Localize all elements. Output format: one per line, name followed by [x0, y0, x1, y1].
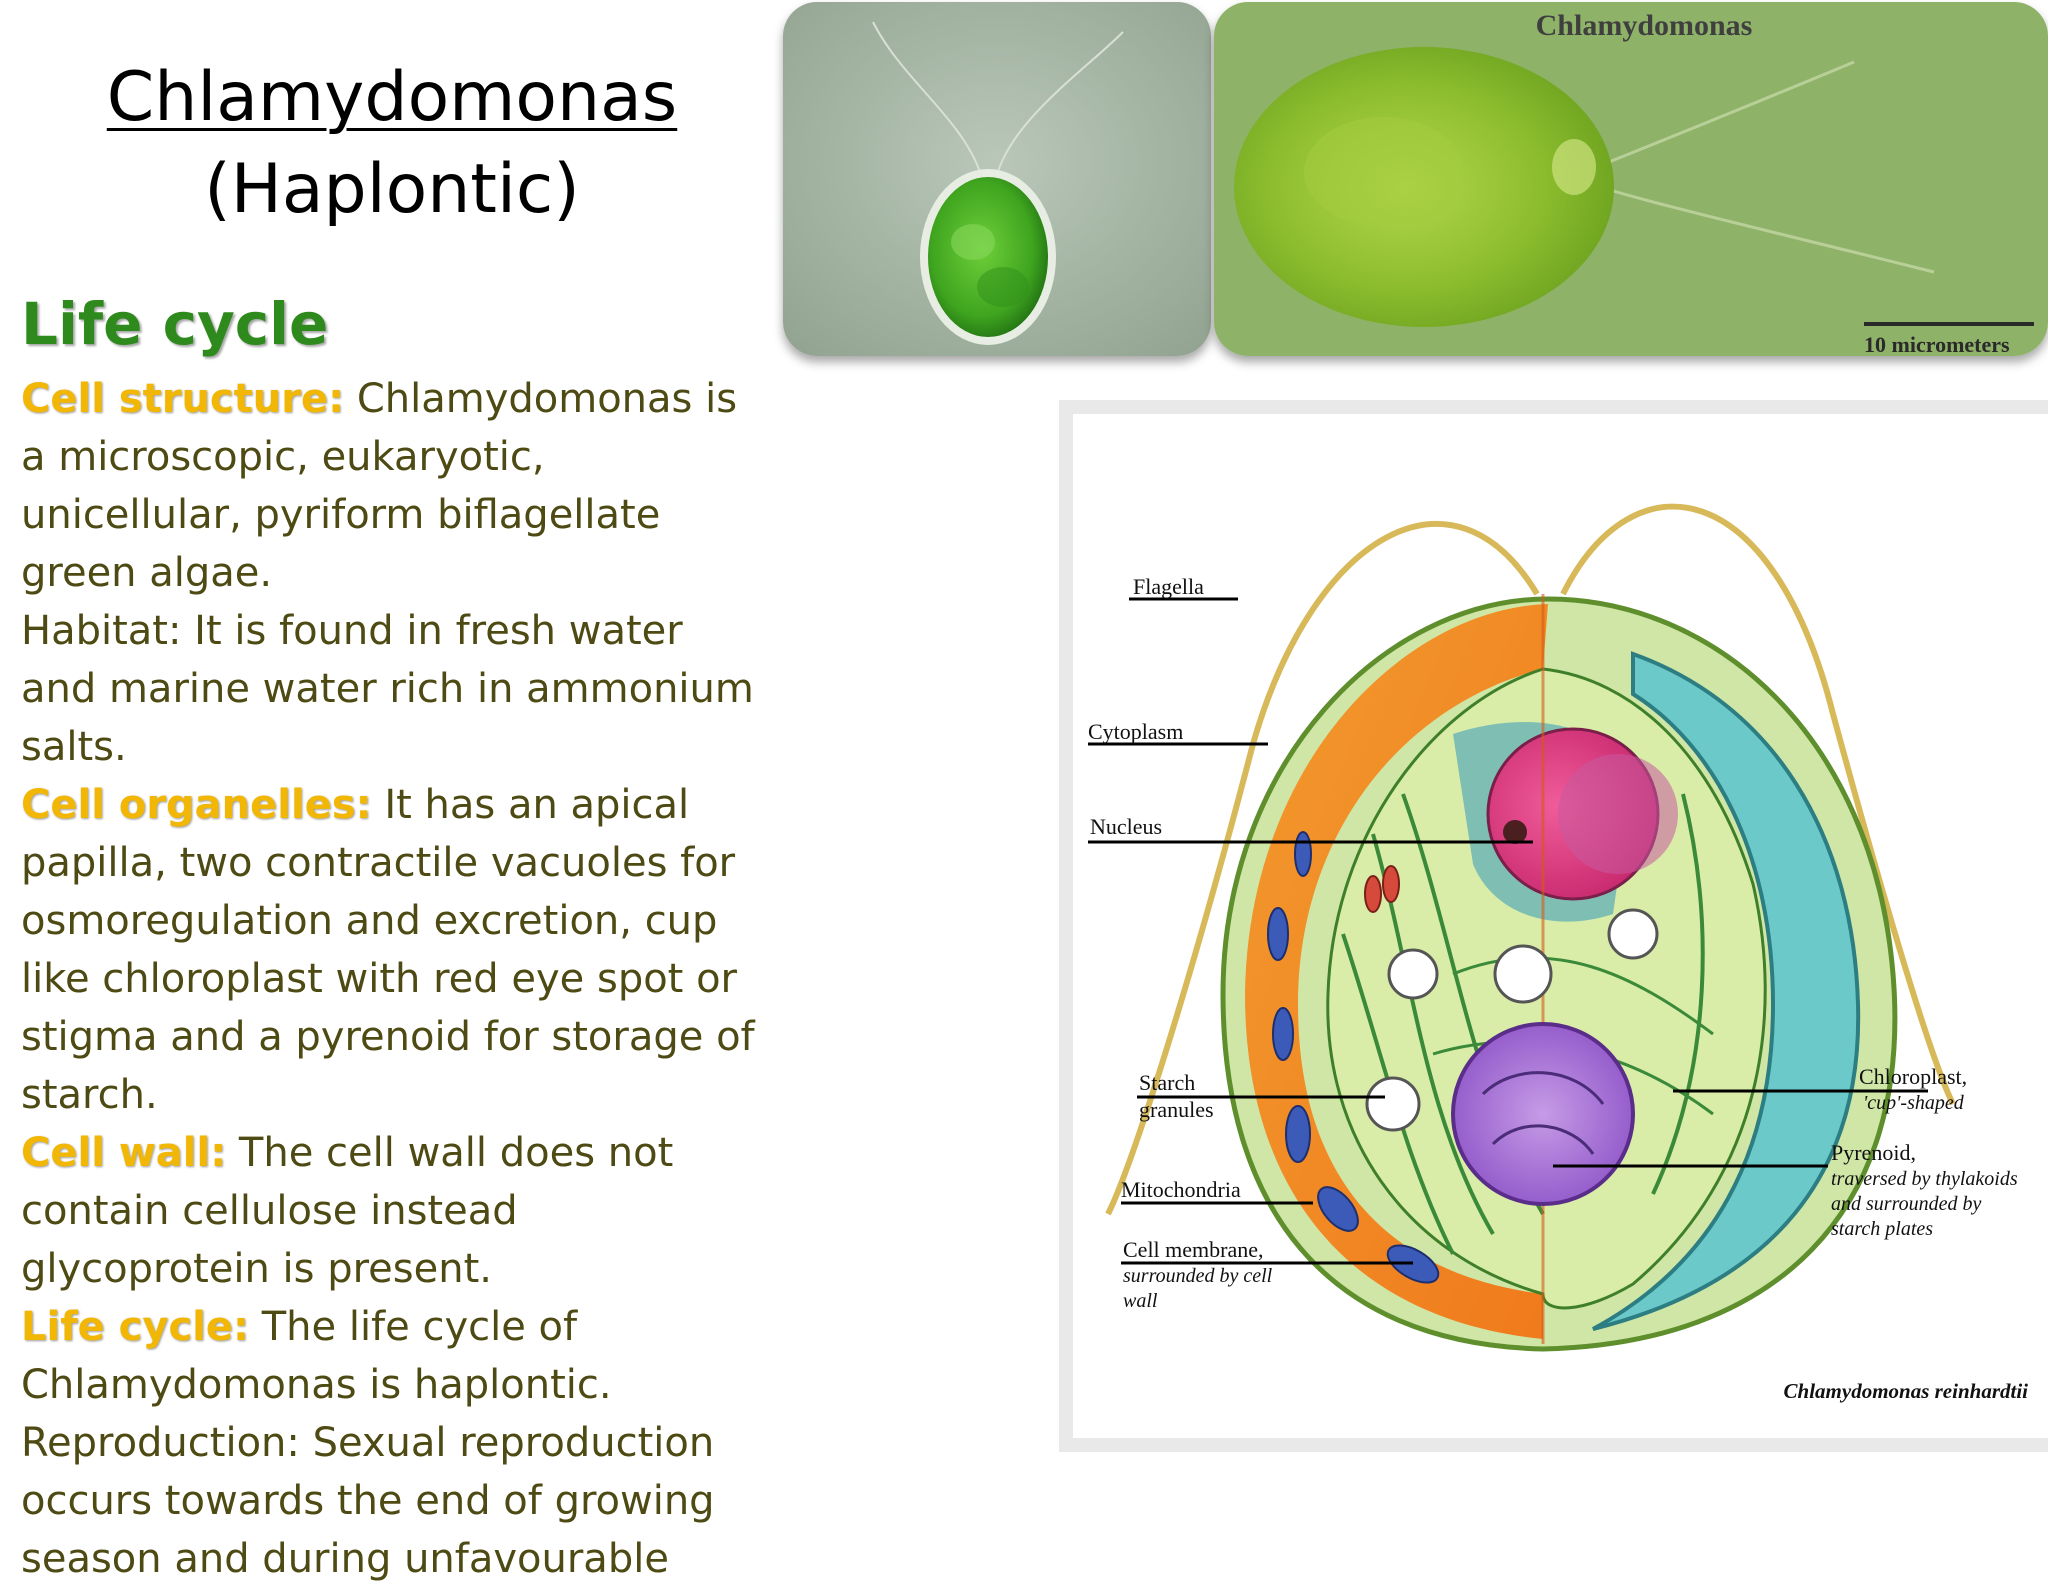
label-cytoplasm: Cytoplasm — [1088, 719, 1183, 744]
species-caption: Chlamydomonas reinhardtii — [1784, 1379, 2029, 1403]
label-pyrenoid-2: traversed by thylakoids — [1831, 1168, 2018, 1190]
cell-diagram-frame: Flagella Cytoplasm Nucleus Starch granul… — [1059, 400, 2048, 1452]
paragraph-text: Reproduction: Sexual reproduction occurs… — [21, 1420, 715, 1582]
scale-bar-label: 10 micrometers — [1864, 332, 2010, 356]
paragraph-cell-organelles: Cell organelles: It has an apical papill… — [21, 776, 761, 1124]
micrograph-right-image: Chlamydomonas 10 micrometers — [1214, 2, 2048, 356]
keyword: Cell organelles: — [21, 782, 372, 828]
paragraph-text: Chlamydomonas is a microscopic, eukaryot… — [21, 376, 738, 596]
cell-diagram-illustration: Flagella Cytoplasm Nucleus Starch granul… — [1088, 503, 2029, 1403]
micrograph-right: Chlamydomonas 10 micrometers — [1214, 2, 2048, 356]
label-cell-membrane-2: surrounded by cell — [1123, 1265, 1273, 1287]
label-cell-membrane-3: wall — [1123, 1290, 1158, 1312]
keyword: Cell structure: — [21, 376, 345, 422]
paragraph-text: The cell wall does not contain cellulose… — [21, 1130, 674, 1292]
paragraph-reproduction: Reproduction: Sexual reproduction occurs… — [21, 1414, 761, 1588]
micrograph-left-image — [783, 2, 1211, 356]
micrograph-left — [783, 2, 1211, 356]
label-chloroplast-1: Chloroplast, — [1859, 1064, 1967, 1089]
paragraph-text: Habitat: It is found in fresh water and … — [21, 608, 754, 770]
label-chloroplast-2: 'cup'-shaped — [1863, 1092, 1965, 1114]
keyword: Cell wall: — [21, 1130, 227, 1176]
label-nucleus: Nucleus — [1090, 814, 1162, 839]
paragraph-life-cycle: Life cycle: The life cycle of Chlamydomo… — [21, 1298, 761, 1414]
label-starch-1: Starch — [1139, 1070, 1195, 1095]
keyword: Life cycle: — [21, 1304, 249, 1350]
paragraph-text: The life cycle of Chlamydomonas is haplo… — [21, 1304, 612, 1408]
body-text: Cell structure: Chlamydomonas is a micro… — [21, 370, 761, 1588]
paragraph-text: It has an apical papilla, two contractil… — [21, 782, 755, 1118]
cell-diagram: Flagella Cytoplasm Nucleus Starch granul… — [1073, 414, 2048, 1438]
paragraph-cell-wall: Cell wall: The cell wall does not contai… — [21, 1124, 761, 1298]
label-flagella: Flagella — [1133, 574, 1204, 599]
label-mitochondria: Mitochondria — [1121, 1177, 1241, 1202]
title-line-2: (Haplontic) — [204, 150, 580, 229]
label-pyrenoid-4: starch plates — [1831, 1218, 1933, 1240]
slide-title: Chlamydomonas (Haplontic) — [0, 52, 784, 236]
label-starch-2: granules — [1139, 1097, 1214, 1122]
micrograph-caption: Chlamydomonas — [1536, 9, 1753, 42]
label-pyrenoid-1: Pyrenoid, — [1831, 1140, 1916, 1165]
title-line-1: Chlamydomonas — [106, 58, 678, 137]
label-pyrenoid-3: and surrounded by — [1831, 1193, 1981, 1215]
section-heading: Life cycle — [21, 290, 329, 358]
paragraph-habitat: Habitat: It is found in fresh water and … — [21, 602, 761, 776]
paragraph-cell-structure: Cell structure: Chlamydomonas is a micro… — [21, 370, 761, 602]
label-cell-membrane-1: Cell membrane, — [1123, 1237, 1264, 1262]
